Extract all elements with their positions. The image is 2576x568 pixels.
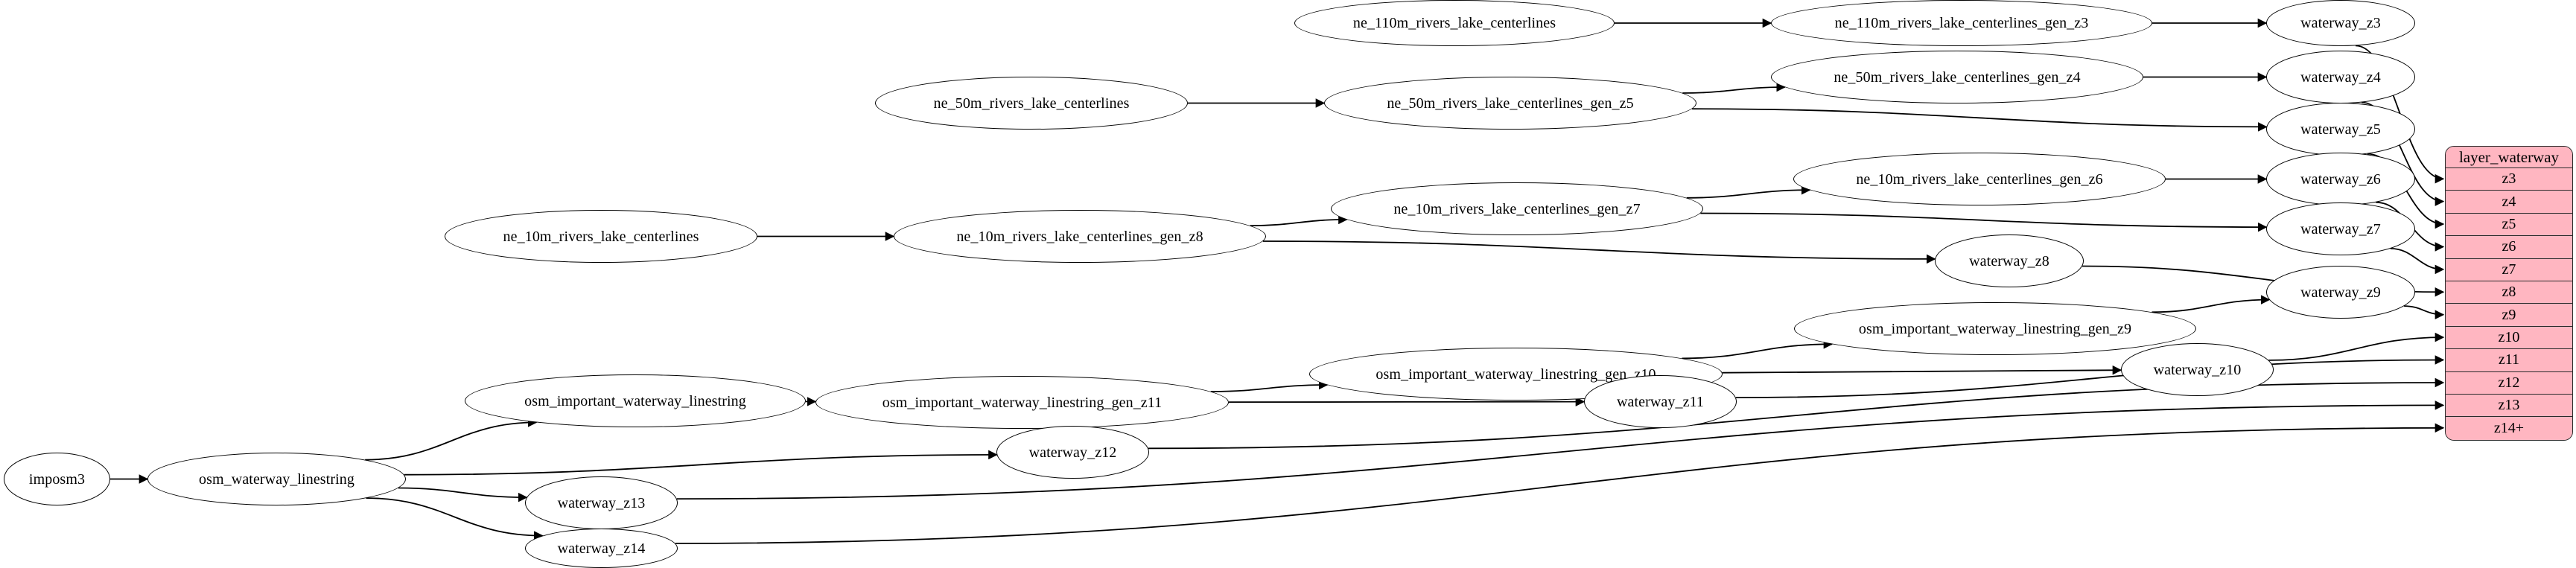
node-waterway_z9[interactable]: waterway_z9 [2266, 266, 2415, 319]
node-waterway_z3[interactable]: waterway_z3 [2266, 0, 2415, 46]
node-label: waterway_z9 [2300, 284, 2381, 301]
node-label: ne_10m_rivers_lake_centerlines [503, 228, 699, 245]
edge-ne_10m_rivers_lake_centerlines_gen_z8-to-ne_10m_rivers_lake_centerlines_gen_z7 [1250, 214, 1348, 226]
edge-waterway_z7-to-layer_waterway-z7 [2390, 248, 2445, 275]
node-waterway_z6[interactable]: waterway_z6 [2266, 153, 2415, 205]
edge-osm_waterway_linestring-to-waterway_z13 [398, 487, 528, 502]
edge-osm_important_waterway_linestring_gen_z11-to-waterway_z11 [1228, 397, 1586, 406]
node-waterway_z4[interactable]: waterway_z4 [2266, 51, 2415, 103]
node-osm_important_waterway_linestring_gen_z9[interactable]: osm_important_waterway_linestring_gen_z9 [1794, 302, 2196, 355]
node-ne_110m_rivers_lake_centerlines_gen_z3[interactable]: ne_110m_rivers_lake_centerlines_gen_z3 [1771, 0, 2152, 46]
node-label: waterway_z10 [2153, 361, 2242, 378]
node-label: osm_important_waterway_linestring_gen_z1… [882, 394, 1163, 411]
edge-ne_10m_rivers_lake_centerlines_gen_z7-to-ne_10m_rivers_lake_centerlines_gen_z6 [1686, 185, 1811, 199]
node-label: waterway_z14 [557, 540, 646, 557]
edge-osm_waterway_linestring-to-waterway_z12 [404, 450, 998, 476]
edge-ne_10m_rivers_lake_centerlines_gen_z7-to-waterway_z7 [1700, 212, 2268, 232]
node-label: ne_50m_rivers_lake_centerlines_gen_z4 [1834, 68, 2081, 86]
node-label: ne_10m_rivers_lake_centerlines_gen_z7 [1393, 200, 1641, 217]
edge-ne_50m_rivers_lake_centerlines_gen_z5-to-waterway_z5 [1692, 108, 2268, 132]
edge-ne_10m_rivers_lake_centerlines_gen_z8-to-waterway_z8 [1262, 240, 1936, 264]
node-waterway_z10[interactable]: waterway_z10 [2121, 343, 2274, 396]
record-row-z9[interactable]: z9 [2446, 304, 2572, 327]
edge-osm_important_waterway_linestring_gen_z10-to-waterway_z10 [1722, 365, 2122, 375]
node-osm_waterway_linestring[interactable]: osm_waterway_linestring [147, 453, 406, 505]
edge-waterway_z14-to-layer_waterway-z14+ [675, 423, 2445, 544]
node-label: ne_50m_rivers_lake_centerlines [933, 95, 1130, 112]
edge-osm_important_waterway_linestring_gen_z9-to-waterway_z9 [2152, 295, 2271, 313]
record-row-z11[interactable]: z11 [2446, 349, 2572, 372]
node-label: osm_important_waterway_linestring [524, 392, 746, 409]
node-waterway_z12[interactable]: waterway_z12 [996, 426, 1149, 479]
edge-osm_waterway_linestring-to-waterway_z14 [366, 497, 544, 540]
node-ne_10m_rivers_lake_centerlines[interactable]: ne_10m_rivers_lake_centerlines [445, 210, 757, 263]
node-waterway_z8[interactable]: waterway_z8 [1935, 234, 2084, 287]
node-label: ne_10m_rivers_lake_centerlines_gen_z8 [956, 228, 1203, 245]
node-waterway_z7[interactable]: waterway_z7 [2266, 202, 2415, 255]
edge-osm_important_waterway_linestring_gen_z10-to-osm_important_waterway_linestring_gen_z9 [1682, 339, 1834, 360]
node-label: imposm3 [28, 470, 86, 488]
record-row-z12[interactable]: z12 [2446, 371, 2572, 395]
node-label: waterway_z3 [2300, 15, 2381, 31]
node-label: waterway_z5 [2300, 121, 2381, 138]
node-label: waterway_z11 [1616, 393, 1705, 410]
node-waterway_z11[interactable]: waterway_z11 [1584, 375, 1737, 428]
node-label: ne_110m_rivers_lake_centerlines_gen_z3 [1834, 15, 2089, 31]
node-ne_50m_rivers_lake_centerlines[interactable]: ne_50m_rivers_lake_centerlines [875, 77, 1188, 130]
node-ne_50m_rivers_lake_centerlines_gen_z4[interactable]: ne_50m_rivers_lake_centerlines_gen_z4 [1771, 51, 2143, 103]
node-ne_10m_rivers_lake_centerlines_gen_z6[interactable]: ne_10m_rivers_lake_centerlines_gen_z6 [1793, 153, 2166, 205]
node-label: waterway_z13 [557, 494, 646, 511]
node-label: waterway_z4 [2300, 68, 2381, 86]
node-label: osm_important_waterway_linestring_gen_z9 [1858, 320, 2132, 337]
node-waterway_z5[interactable]: waterway_z5 [2266, 103, 2415, 156]
node-label: waterway_z7 [2300, 220, 2381, 237]
edge-waterway_z12-to-layer_waterway-z12 [1148, 377, 2445, 450]
node-ne_110m_rivers_lake_centerlines[interactable]: ne_110m_rivers_lake_centerlines [1294, 0, 1615, 46]
record-header: layer_waterway [2446, 147, 2572, 168]
node-label: ne_50m_rivers_lake_centerlines_gen_z5 [1387, 95, 1634, 112]
node-osm_important_waterway_linestring_gen_z11[interactable]: osm_important_waterway_linestring_gen_z1… [815, 376, 1229, 429]
edge-ne_50m_rivers_lake_centerlines_gen_z5-to-ne_50m_rivers_lake_centerlines_gen_z4 [1682, 82, 1787, 94]
edge-waterway_z10-to-layer_waterway-z10 [2268, 332, 2445, 361]
node-label: waterway_z6 [2300, 170, 2381, 188]
node-waterway_z13[interactable]: waterway_z13 [525, 476, 678, 529]
record-row-z5[interactable]: z5 [2446, 213, 2572, 237]
node-ne_10m_rivers_lake_centerlines_gen_z7[interactable]: ne_10m_rivers_lake_centerlines_gen_z7 [1331, 182, 1703, 235]
node-ne_50m_rivers_lake_centerlines_gen_z5[interactable]: ne_50m_rivers_lake_centerlines_gen_z5 [1324, 77, 1696, 130]
node-label: waterway_z12 [1028, 444, 1117, 461]
record-row-z13[interactable]: z13 [2446, 395, 2572, 418]
record-row-z7[interactable]: z7 [2446, 258, 2572, 282]
node-imposm3[interactable]: imposm3 [4, 453, 110, 505]
node-label: ne_10m_rivers_lake_centerlines_gen_z6 [1856, 170, 2103, 188]
record-row-z10[interactable]: z10 [2446, 326, 2572, 350]
node-osm_important_waterway_linestring[interactable]: osm_important_waterway_linestring [465, 374, 806, 427]
edge-osm_important_waterway_linestring_gen_z11-to-osm_important_waterway_linestring_gen_z10 [1210, 380, 1329, 392]
record-row-z3[interactable]: z3 [2446, 168, 2572, 191]
record-row-z4[interactable]: z4 [2446, 191, 2572, 214]
node-label: osm_important_waterway_linestring_gen_z1… [1376, 366, 1656, 383]
record-row-z6[interactable]: z6 [2446, 236, 2572, 259]
record-row-z8[interactable]: z8 [2446, 281, 2572, 304]
node-label: ne_110m_rivers_lake_centerlines [1352, 15, 1556, 31]
node-label: osm_waterway_linestring [199, 470, 354, 488]
edge-waterway_z11-to-layer_waterway-z11 [1735, 355, 2445, 398]
edge-osm_waterway_linestring-to-osm_important_waterway_linestring [365, 418, 538, 461]
node-waterway_z14[interactable]: waterway_z14 [525, 529, 678, 568]
record-row-z14+[interactable]: z14+ [2446, 417, 2572, 440]
node-ne_10m_rivers_lake_centerlines_gen_z8[interactable]: ne_10m_rivers_lake_centerlines_gen_z8 [894, 210, 1266, 263]
node-label: waterway_z8 [1969, 252, 2049, 269]
edge-waterway_z9-to-layer_waterway-z9 [2404, 305, 2445, 319]
